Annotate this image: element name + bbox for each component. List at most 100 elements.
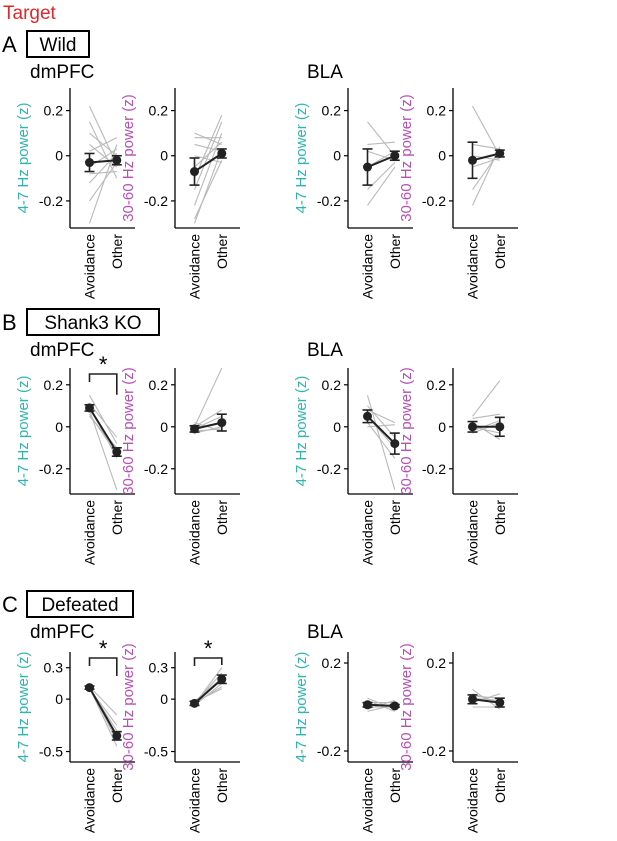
- individual-line: [472, 155, 500, 161]
- individual-line: [89, 137, 118, 152]
- y-tick-label: 0: [333, 148, 341, 164]
- individual-line: [89, 148, 118, 168]
- mean-line: [89, 159, 117, 164]
- mean-point: [112, 155, 122, 165]
- y-axis-label: 30-60 Hz power (z): [398, 94, 415, 222]
- region-label-a-left: dmPFC: [30, 62, 94, 83]
- x-tick-label: Other: [109, 500, 125, 535]
- individual-line: [193, 121, 223, 190]
- x-tick-label: Avoidance: [187, 500, 203, 565]
- region-label-b-left: dmPFC: [30, 340, 94, 361]
- y-axis-label: 30-60 Hz power (z): [398, 367, 415, 495]
- individual-line: [88, 144, 118, 224]
- individual-line: [367, 141, 395, 145]
- y-axis-label: 4-7 Hz power (z): [293, 376, 310, 487]
- y-tick-label: 0: [438, 419, 446, 435]
- individual-line: [194, 367, 223, 428]
- y-tick-label: -0.2: [144, 461, 168, 477]
- mean-point: [85, 158, 94, 168]
- y-tick-label: 0: [55, 148, 63, 164]
- individual-line: [89, 395, 118, 444]
- y-tick-label: 0.2: [427, 103, 447, 119]
- y-tick-label: 0: [160, 691, 168, 707]
- y-axis-label: 4-7 Hz power (z): [15, 652, 32, 763]
- significance-star: *: [99, 636, 108, 661]
- mean-line: [88, 687, 118, 737]
- y-tick-label: 0.2: [322, 103, 342, 119]
- x-tick-label: Other: [387, 234, 403, 269]
- y-axis-label: 30-60 Hz power (z): [120, 643, 137, 771]
- x-tick-label: Avoidance: [187, 234, 203, 299]
- x-tick-label: Other: [109, 768, 125, 803]
- mean-point: [217, 148, 227, 158]
- individual-line: [193, 132, 223, 206]
- x-tick-label: Avoidance: [360, 768, 376, 833]
- x-tick-label: Other: [387, 768, 403, 803]
- section-label-box-a: [26, 30, 90, 58]
- mean-line: [88, 407, 118, 453]
- y-tick-label: 0: [55, 691, 63, 707]
- mean-point: [363, 162, 372, 172]
- individual-line: [194, 132, 223, 145]
- mean-line: [366, 415, 396, 445]
- individual-line: [89, 144, 118, 168]
- region-label-c-left: dmPFC: [30, 622, 94, 643]
- y-tick-label: -0.2: [39, 461, 63, 477]
- section-label-a: Wild: [40, 35, 77, 56]
- individual-line: [89, 171, 117, 175]
- mean-point: [85, 403, 94, 413]
- significance-bracket: [193, 657, 223, 666]
- mean-point: [217, 418, 227, 428]
- mean-point: [190, 424, 199, 434]
- individual-line: [194, 428, 222, 432]
- individual-line: [88, 409, 118, 490]
- section-letter-b: B: [2, 310, 17, 335]
- y-tick-label: 0.2: [322, 655, 342, 671]
- y-tick-label: 0.3: [44, 660, 64, 676]
- mean-point: [190, 698, 199, 708]
- y-tick-label: 0.3: [149, 660, 169, 676]
- x-tick-label: Other: [214, 768, 230, 803]
- individual-line: [472, 697, 500, 701]
- mean-point: [112, 731, 122, 741]
- x-tick-label: Avoidance: [82, 768, 98, 833]
- y-tick-label: 0.2: [322, 377, 342, 393]
- individual-line: [367, 424, 395, 428]
- y-tick-label: 0.2: [44, 377, 64, 393]
- y-tick-label: -0.2: [317, 461, 341, 477]
- section-letter-a: A: [2, 32, 17, 57]
- mean-point: [112, 447, 122, 457]
- y-tick-label: 0.2: [427, 377, 447, 393]
- individual-line: [367, 409, 396, 424]
- individual-line: [472, 105, 501, 157]
- section-label-b: Shank3 KO: [44, 313, 141, 334]
- y-tick-label: 0: [438, 148, 446, 164]
- mean-point: [390, 151, 400, 161]
- individual-line: [472, 419, 500, 432]
- individual-line: [367, 405, 396, 438]
- individual-line: [194, 409, 223, 428]
- x-tick-label: Avoidance: [360, 500, 376, 565]
- x-tick-label: Other: [492, 234, 508, 269]
- y-axis-label: 30-60 Hz power (z): [398, 643, 415, 771]
- region-label-c-right: BLA: [307, 622, 343, 643]
- y-tick-label: 0.2: [149, 103, 169, 119]
- y-axis-label: 30-60 Hz power (z): [120, 94, 137, 222]
- y-tick-label: -0.2: [317, 743, 341, 759]
- x-tick-label: Other: [214, 234, 230, 269]
- mean-line: [472, 698, 500, 704]
- y-axis-label: 30-60 Hz power (z): [120, 367, 137, 495]
- mean-line: [472, 152, 501, 162]
- mean-point: [217, 674, 227, 684]
- x-tick-label: Avoidance: [465, 768, 481, 833]
- region-label-a-right: BLA: [307, 62, 343, 83]
- mean-point: [363, 411, 372, 421]
- x-tick-label: Avoidance: [360, 234, 376, 299]
- mean-line: [193, 152, 223, 173]
- section-letter-c: C: [2, 592, 18, 617]
- individual-line: [472, 413, 500, 419]
